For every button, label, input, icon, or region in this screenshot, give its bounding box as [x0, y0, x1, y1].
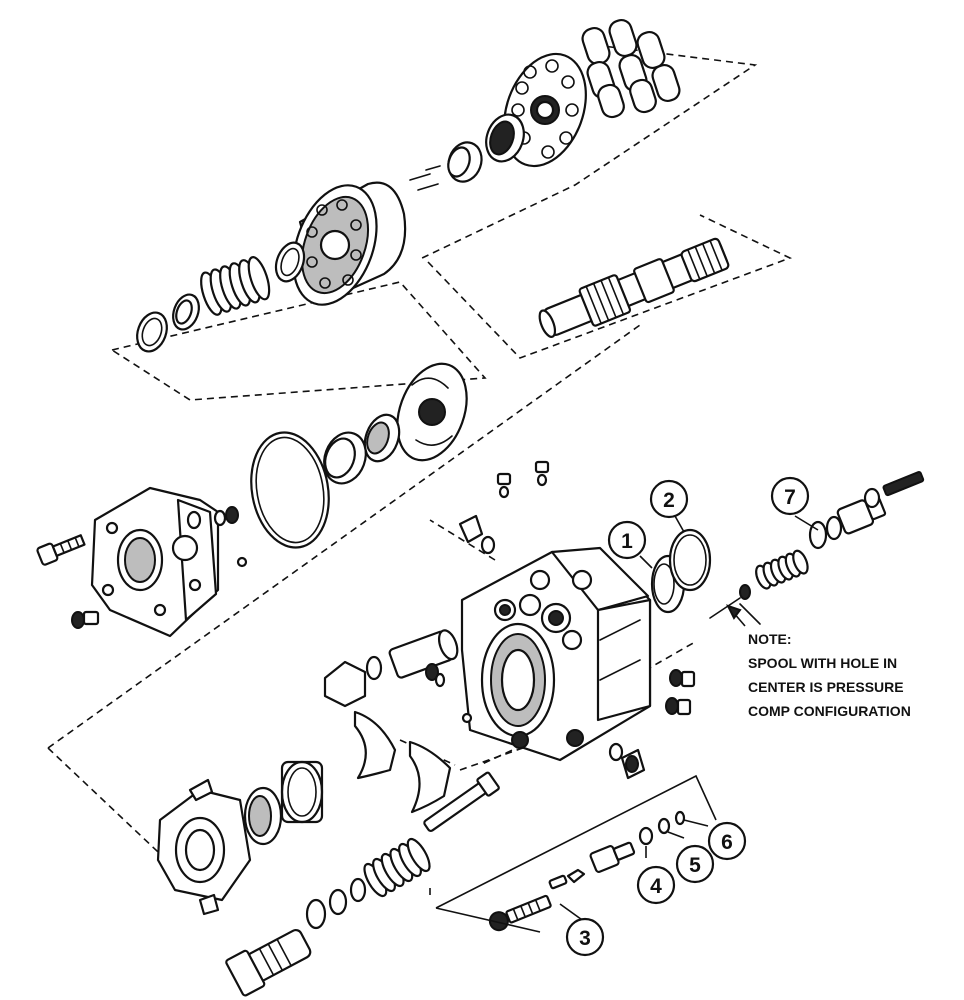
callout-4: 4 — [636, 865, 676, 905]
compensator-spool — [709, 471, 925, 625]
callout-3-label: 3 — [579, 927, 591, 950]
side-plugs — [608, 669, 696, 780]
rear-bearing — [323, 413, 401, 485]
callout-2-label: 2 — [663, 489, 675, 512]
callout-5: 5 — [675, 844, 715, 884]
large-o-ring — [250, 431, 330, 549]
housing-plugs — [458, 460, 550, 555]
cylinder-block — [292, 181, 407, 306]
drive-shaft — [538, 237, 730, 338]
guide-pins — [409, 165, 441, 191]
callout-5-label: 5 — [689, 854, 701, 877]
rear-cover-fasteners — [36, 506, 248, 629]
callout-4-label: 4 — [650, 875, 662, 898]
swashplate — [156, 778, 252, 916]
piston-cluster — [581, 18, 681, 119]
note-title: NOTE: — [748, 631, 792, 647]
note-line-3: COMP CONFIGURATION — [748, 703, 911, 719]
callout-6-label: 6 — [721, 831, 733, 854]
saddle-bearings — [353, 710, 452, 814]
note-block: NOTE: SPOOL WITH HOLE IN CENTER IS PRESS… — [748, 631, 911, 719]
compensator-parts — [435, 774, 717, 933]
note-line-2: CENTER IS PRESSURE — [748, 679, 904, 695]
ball-guide — [447, 113, 525, 183]
callout-1-label: 1 — [621, 530, 633, 553]
valve-plate — [396, 362, 468, 462]
bias-spring — [363, 771, 500, 898]
callout-3: 3 — [565, 917, 605, 957]
callout-1: 1 — [607, 520, 647, 560]
swash-bearing — [243, 760, 324, 846]
spring-stack — [136, 241, 306, 353]
control-sleeve — [323, 629, 473, 724]
note-line-1: SPOOL WITH HOLE IN — [748, 655, 897, 671]
front-bearing-rings — [650, 528, 712, 614]
main-housing — [460, 546, 652, 762]
rear-cover — [90, 486, 220, 638]
callout-7-label: 7 — [784, 486, 796, 509]
callout-2: 2 — [649, 479, 689, 519]
callout-7: 7 — [770, 476, 810, 516]
note-arrow — [726, 604, 746, 627]
adjusting-screw — [225, 877, 367, 997]
callout-6: 6 — [707, 821, 747, 861]
